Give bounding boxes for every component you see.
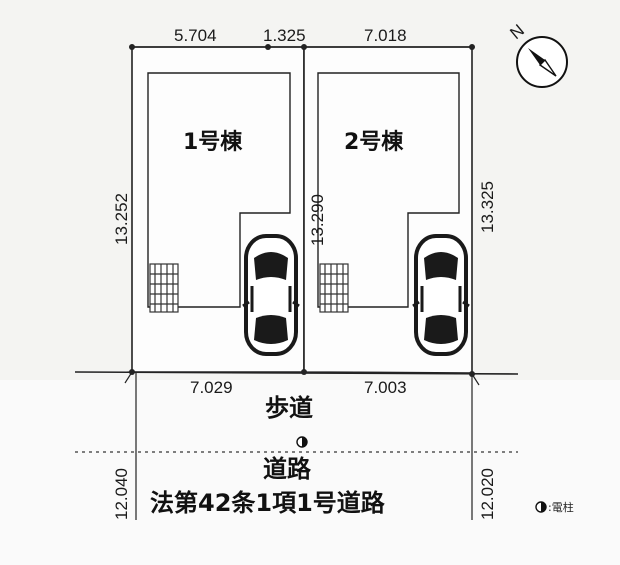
bike-rack-1 [149, 263, 179, 313]
side-dimension-middle: 13.290 [308, 194, 327, 246]
road-legal-label: 法第42条1項1号道路 [150, 489, 386, 517]
road-width-right: 12.020 [478, 468, 497, 520]
building-footprint-1 [147, 72, 291, 308]
road-label: 道路 [263, 455, 312, 483]
frontage-line [74, 371, 519, 375]
side-dimension-left: 13.252 [112, 193, 131, 245]
frontage-dimension-lot2: 7.003 [364, 378, 407, 397]
sidewalk-label: 歩道 [265, 394, 313, 422]
road-area [0, 380, 620, 565]
top-dimension-gap: 1.325 [263, 26, 306, 45]
utility-pole-icon [296, 436, 308, 448]
bike-rack-2 [319, 263, 349, 313]
top-dimension-lot1: 5.704 [174, 26, 217, 45]
side-dimension-right: 13.325 [478, 181, 497, 233]
top-dimension-lot2: 7.018 [364, 26, 407, 45]
legend: :電柱 [535, 500, 574, 514]
lot-1-label: 1号棟 [183, 129, 243, 155]
car-icon [412, 234, 470, 356]
road-width-left: 12.040 [112, 468, 131, 520]
legend-utility-pole-label: :電柱 [548, 500, 574, 514]
car-icon [242, 234, 300, 356]
lot-2-label: 2号棟 [344, 129, 404, 155]
frontage-dimension-lot1: 7.029 [190, 378, 233, 397]
building-footprint-2 [317, 72, 460, 308]
